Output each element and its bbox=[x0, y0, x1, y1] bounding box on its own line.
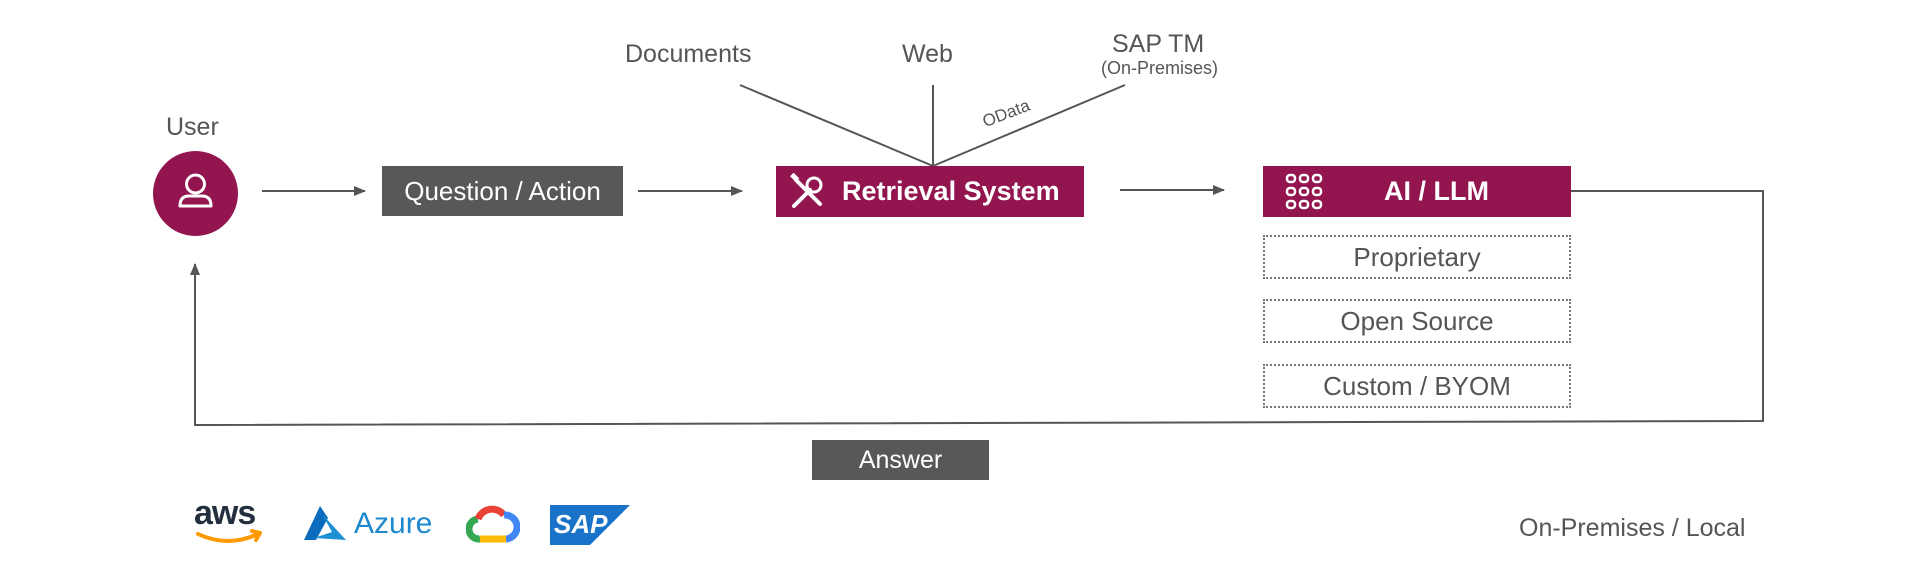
azure-logo-text: Azure bbox=[354, 507, 433, 540]
sap-logo: SAP bbox=[550, 505, 630, 545]
question-action-box[interactable]: Question / Action bbox=[382, 166, 623, 216]
tools-icon bbox=[790, 172, 823, 208]
google-cloud-logo bbox=[465, 505, 521, 545]
answer-return-path bbox=[190, 190, 1764, 427]
line-documents bbox=[739, 84, 934, 167]
sap-logo-shape bbox=[550, 505, 630, 545]
answer-box[interactable]: Answer bbox=[812, 440, 989, 480]
source-documents-label: Documents bbox=[625, 40, 752, 68]
user-icon bbox=[178, 173, 213, 208]
google-cloud-icon bbox=[465, 505, 521, 543]
model-option-proprietary[interactable]: Proprietary bbox=[1263, 235, 1571, 279]
retrieval-system-label: Retrieval System bbox=[842, 176, 1060, 206]
ai-llm-label: AI / LLM bbox=[1384, 176, 1489, 206]
model-option-custom-byom[interactable]: Custom / BYOM bbox=[1263, 364, 1571, 408]
sap-logo-text: SAP bbox=[554, 509, 608, 539]
aws-logo: aws bbox=[192, 494, 270, 548]
user-label: User bbox=[166, 113, 219, 141]
retrieval-system-box[interactable]: Retrieval System bbox=[776, 166, 1084, 217]
aws-smile-icon bbox=[196, 529, 262, 543]
aws-logo-text: aws bbox=[194, 494, 256, 532]
source-sap-tm-sublabel: (On-Premises) bbox=[1101, 58, 1219, 78]
grid-icon bbox=[1285, 173, 1323, 209]
model-option-open-source[interactable]: Open Source bbox=[1263, 299, 1571, 343]
on-premises-label: On-Premises / Local bbox=[1519, 514, 1746, 542]
azure-logo: Azure bbox=[298, 504, 438, 544]
source-sap-tm-label: SAP TM bbox=[1112, 30, 1205, 58]
user-avatar[interactable] bbox=[153, 151, 238, 236]
azure-icon bbox=[304, 506, 346, 540]
source-web-label: Web bbox=[902, 40, 953, 68]
ai-llm-box[interactable]: AI / LLM bbox=[1263, 166, 1571, 217]
line-sap-tm bbox=[932, 84, 1126, 167]
